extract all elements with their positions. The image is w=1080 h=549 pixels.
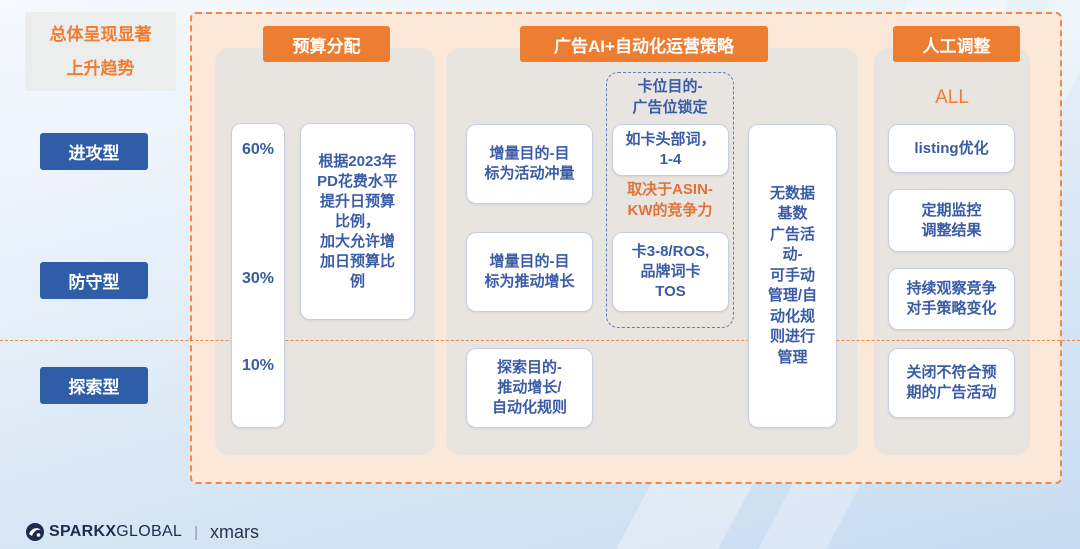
strategy-type-attack: 进攻型 bbox=[40, 133, 148, 170]
strategy-type-explore: 探索型 bbox=[40, 367, 148, 404]
action-text: listing优化 bbox=[914, 139, 989, 157]
no-data-campaigns-box: 无数据 基数 广告活 动- 可手动 管理/自 动化规 则进行 管理 bbox=[748, 124, 837, 428]
action-periodic-monitor: 定期监控 调整结果 bbox=[888, 189, 1015, 252]
sparkx-logo-icon bbox=[26, 523, 44, 541]
top-keywords-text: 如卡头部词， 1-4 bbox=[625, 131, 716, 168]
increment-boost-text: 增量目的-目 标为活动冲量 bbox=[484, 145, 575, 182]
mid-positions-text: 卡3-8/ROS, 品牌词卡 TOS bbox=[631, 243, 710, 300]
brand-global: GLOBAL bbox=[116, 523, 183, 540]
increment-growth-text: 增量目的-目 标为推动增长 bbox=[484, 253, 575, 290]
budget-note-text: 根据2023年 PD花费水平 提升日预算 比例， 加大允许增 加日预算比 例 bbox=[317, 152, 398, 290]
trend-summary-text: 总体呈现显著 上升趋势 bbox=[49, 24, 152, 78]
strategy-type-defense: 防守型 bbox=[40, 262, 148, 299]
positioning-group bbox=[606, 72, 734, 328]
top-keywords-box: 如卡头部词， 1-4 bbox=[612, 124, 729, 176]
brand-xmars: xmars bbox=[210, 521, 260, 542]
budget-percent-column bbox=[231, 123, 285, 428]
manual-adjust-header: 人工调整 bbox=[893, 26, 1020, 62]
trend-summary-box: 总体呈现显著 上升趋势 bbox=[25, 12, 176, 91]
manual-adjust-scope: ALL bbox=[935, 87, 969, 108]
increment-growth-box: 增量目的-目 标为推动增长 bbox=[466, 232, 593, 312]
mid-positions-box: 卡3-8/ROS, 品牌词卡 TOS bbox=[612, 232, 729, 312]
action-close-campaigns: 关闭不符合预 期的广告活动 bbox=[888, 348, 1015, 418]
ad-automation-header: 广告AI+自动化运营策略 bbox=[520, 26, 768, 62]
increment-boost-box: 增量目的-目 标为活动冲量 bbox=[466, 124, 593, 204]
explore-divider-line bbox=[0, 340, 1080, 341]
positioning-group-title: 卡位目的- 广告位锁定 bbox=[632, 78, 708, 116]
exploration-box: 探索目的- 推动增长/ 自动化规则 bbox=[466, 348, 593, 428]
budget-percent-attack: 60% bbox=[241, 141, 275, 158]
action-text: 持续观察竞争 对手策略变化 bbox=[906, 280, 997, 317]
budget-percent-defense: 30% bbox=[241, 270, 275, 287]
budget-header: 预算分配 bbox=[263, 26, 390, 62]
action-text: 关闭不符合预 期的广告活动 bbox=[906, 364, 997, 401]
competitiveness-note: 取决于ASIN- KW的竞争力 bbox=[627, 181, 713, 219]
budget-note-box: 根据2023年 PD花费水平 提升日预算 比例， 加大允许增 加日预算比 例 bbox=[300, 123, 415, 320]
budget-percent-explore: 10% bbox=[241, 357, 275, 374]
action-text: 定期监控 调整结果 bbox=[921, 201, 982, 239]
footer-brand: SPARKX GLOBAL | xmars bbox=[25, 520, 259, 544]
exploration-text: 探索目的- 推动增长/ 自动化规则 bbox=[491, 359, 567, 416]
action-watch-competitors: 持续观察竞争 对手策略变化 bbox=[888, 268, 1015, 330]
action-listing-optimize: listing优化 bbox=[888, 124, 1015, 173]
brand-separator: | bbox=[194, 523, 199, 541]
brand-sparkx: SPARKX bbox=[49, 523, 117, 540]
no-data-campaigns-text: 无数据 基数 广告活 动- 可手动 管理/自 动化规 则进行 管理 bbox=[767, 184, 818, 366]
